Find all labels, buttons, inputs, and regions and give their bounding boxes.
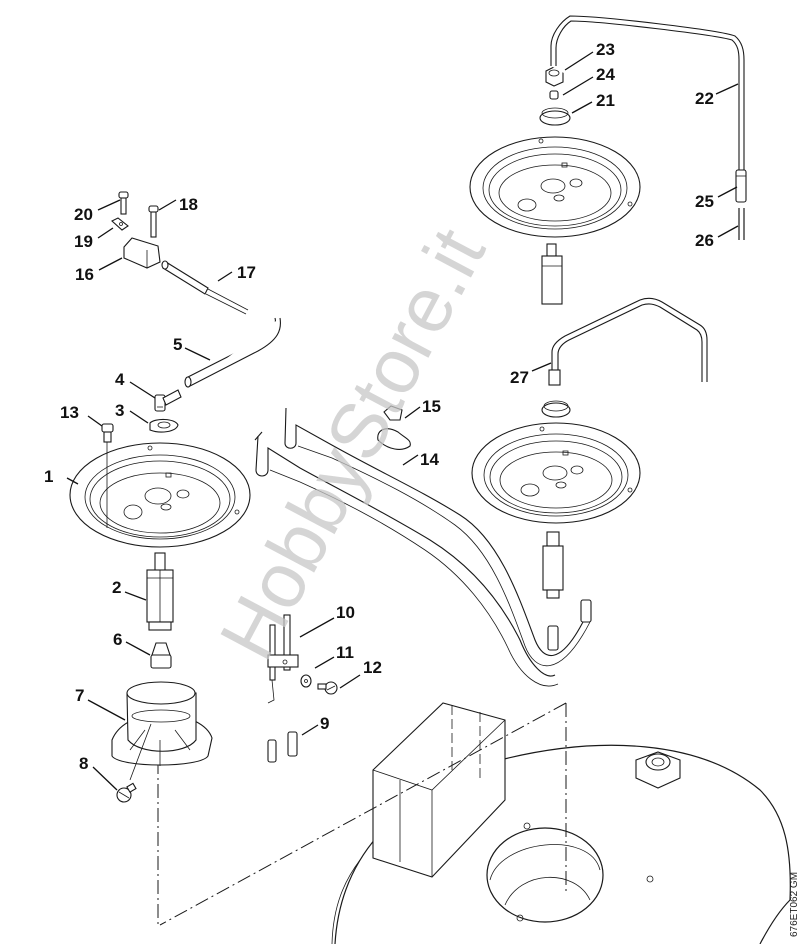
block-16 bbox=[123, 237, 161, 269]
reference-code: 676ET062 GM bbox=[789, 872, 800, 937]
nozzle-holder-mid bbox=[542, 531, 564, 599]
burner-plate-top-right bbox=[469, 136, 641, 238]
callout-23: 23 bbox=[596, 40, 615, 59]
clip-3 bbox=[149, 418, 179, 433]
clip-15 bbox=[377, 405, 411, 450]
callout-2: 2 bbox=[112, 578, 121, 597]
nozzle-holder-top bbox=[541, 243, 563, 305]
callout-11: 11 bbox=[336, 643, 354, 662]
callout-17: 17 bbox=[237, 263, 256, 282]
callout-25: 25 bbox=[695, 192, 714, 211]
callout-27: 27 bbox=[510, 368, 529, 387]
callout-18: 18 bbox=[179, 195, 198, 214]
callout-5: 5 bbox=[173, 335, 182, 354]
tank-top bbox=[331, 744, 791, 944]
screw-18 bbox=[148, 205, 159, 238]
screw-20 bbox=[118, 191, 129, 215]
ring-nut-21 bbox=[539, 107, 571, 126]
callout-12: 12 bbox=[363, 658, 382, 677]
pipe-26 bbox=[738, 208, 745, 240]
ignition-electrode-10 bbox=[267, 614, 299, 704]
callout-22: 22 bbox=[695, 89, 714, 108]
callout-16: 16 bbox=[75, 265, 94, 284]
callout-9: 9 bbox=[320, 714, 329, 733]
elbow-fitting-4 bbox=[154, 389, 182, 412]
callout-21: 21 bbox=[596, 91, 615, 110]
callout-6: 6 bbox=[113, 630, 122, 649]
fitting-25 bbox=[735, 169, 747, 203]
callout-24: 24 bbox=[596, 65, 615, 84]
callout-1: 1 bbox=[44, 467, 53, 486]
screw-12 bbox=[317, 681, 338, 695]
tank-opening bbox=[486, 822, 654, 923]
screw-8 bbox=[116, 782, 137, 803]
callout-20: 20 bbox=[74, 205, 93, 224]
pipe-27 bbox=[548, 297, 708, 386]
container-box bbox=[372, 702, 506, 878]
screw-13 bbox=[101, 423, 114, 528]
callout-8: 8 bbox=[79, 754, 88, 773]
pipe-22 bbox=[550, 15, 745, 172]
callout-15: 15 bbox=[422, 397, 441, 416]
olive-24 bbox=[549, 90, 559, 100]
nozzle-holder-2 bbox=[146, 552, 174, 631]
callout-labels: 1 2 3 4 5 6 7 8 9 10 11 12 13 14 15 16 1… bbox=[44, 40, 714, 773]
callout-7: 7 bbox=[75, 686, 84, 705]
tank-nut bbox=[635, 751, 681, 789]
center-lines bbox=[157, 702, 567, 926]
tube-5 bbox=[184, 317, 281, 388]
nut-mid bbox=[541, 400, 571, 418]
callout-3: 3 bbox=[115, 401, 124, 420]
callout-13: 13 bbox=[60, 403, 79, 422]
callout-4: 4 bbox=[115, 370, 125, 389]
burner-plate-left bbox=[69, 442, 251, 548]
callout-26: 26 bbox=[695, 231, 714, 250]
burner-plate-mid-right bbox=[471, 422, 641, 524]
callout-19: 19 bbox=[74, 232, 93, 251]
callout-10: 10 bbox=[336, 603, 355, 622]
cable-fittings bbox=[547, 599, 592, 651]
blast-tube-7 bbox=[111, 681, 213, 781]
photocell-17 bbox=[161, 260, 249, 315]
callout-14: 14 bbox=[420, 450, 439, 469]
nozzle-6 bbox=[150, 642, 172, 669]
clamp-19 bbox=[111, 217, 129, 231]
nipples-9 bbox=[267, 731, 298, 763]
leader-lines bbox=[66, 51, 739, 791]
washer-11 bbox=[300, 674, 312, 688]
